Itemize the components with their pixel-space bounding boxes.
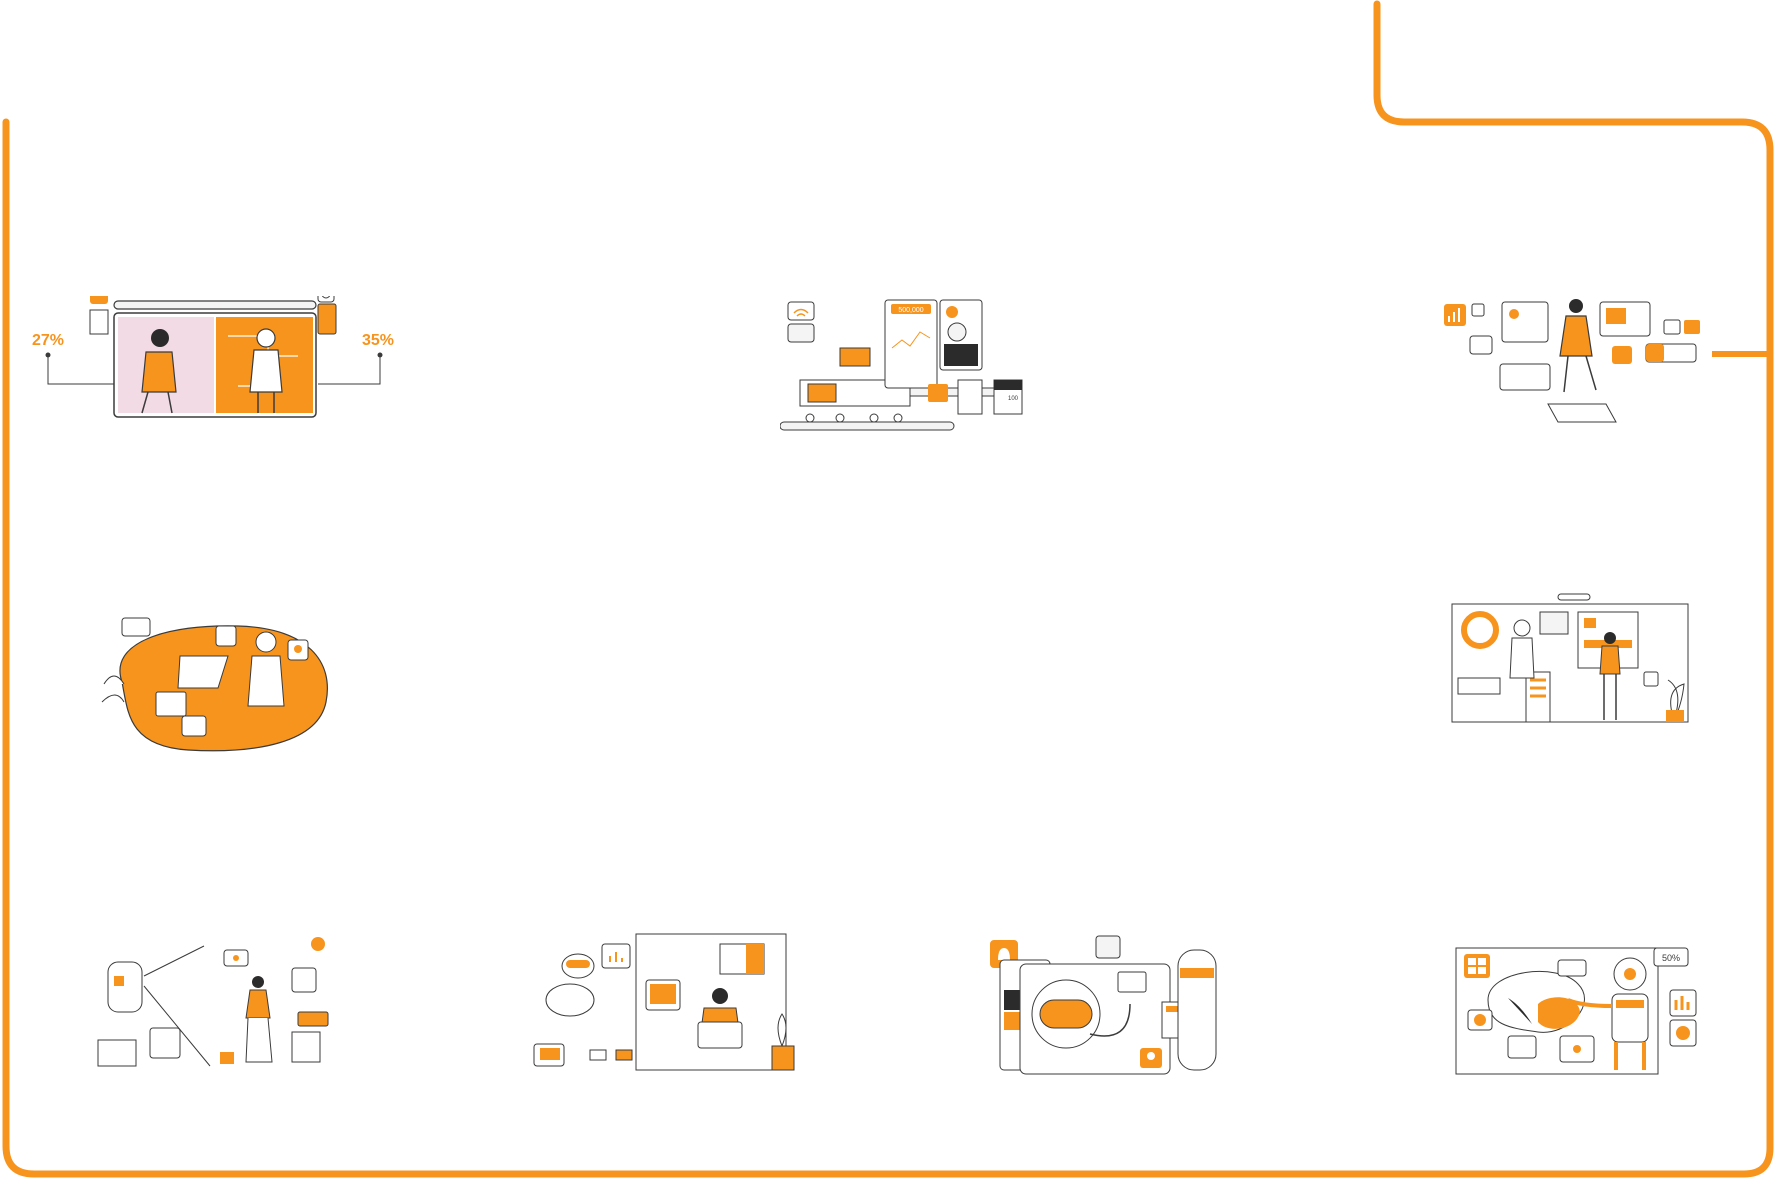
counter-text: 500,000 <box>898 307 923 314</box>
wrench-icon <box>746 944 764 974</box>
woman-figure <box>141 329 177 414</box>
fingerprint-icon <box>291 967 317 993</box>
share-icon <box>1612 346 1632 364</box>
robot-figure <box>1567 957 1649 1070</box>
ai-automation-illustration <box>101 617 328 752</box>
robot-figure <box>249 328 283 413</box>
ai-brain-illustration: 50% <box>1455 947 1697 1075</box>
data-presenter-illustration <box>1444 299 1700 423</box>
user-icon <box>1509 309 1519 319</box>
ai-collaboration-illustration: 27% 35% <box>32 296 394 418</box>
gear-icon <box>215 625 237 647</box>
cloud-icon <box>181 715 207 737</box>
woman-figure <box>245 976 273 1063</box>
user-icon <box>149 1027 181 1059</box>
user-icon <box>90 296 108 304</box>
developer-robot-illustration <box>533 933 795 1071</box>
camera-icon <box>1663 319 1681 335</box>
share-icon <box>928 384 948 402</box>
cloud-icon <box>1499 363 1551 391</box>
share-icon <box>1643 671 1659 687</box>
mail-icon <box>1117 971 1147 993</box>
gamepad-icon <box>121 617 151 637</box>
man-figure <box>1599 632 1621 720</box>
right-percent-label: 35% <box>362 332 394 349</box>
man-at-laptop <box>697 988 743 1049</box>
ai-security-illustration <box>97 937 329 1067</box>
wifi-icon <box>787 301 815 321</box>
gear-icon <box>317 296 335 303</box>
calc-display-text: 100 <box>1008 396 1019 402</box>
progress-text: 50% <box>1662 953 1680 963</box>
robot-figure <box>1509 619 1535 679</box>
woman-presenter <box>1559 299 1597 393</box>
play-icon <box>1684 320 1700 334</box>
robot-team-illustration <box>1451 593 1689 723</box>
voice-assistant-illustration <box>990 935 1217 1075</box>
robot-figure <box>545 953 595 1017</box>
left-percent-label: 27% <box>32 332 64 349</box>
download-icon <box>1095 935 1121 959</box>
dashboard-pipeline-illustration: 500,000 100 <box>780 299 1023 431</box>
robot-figure <box>247 631 285 707</box>
